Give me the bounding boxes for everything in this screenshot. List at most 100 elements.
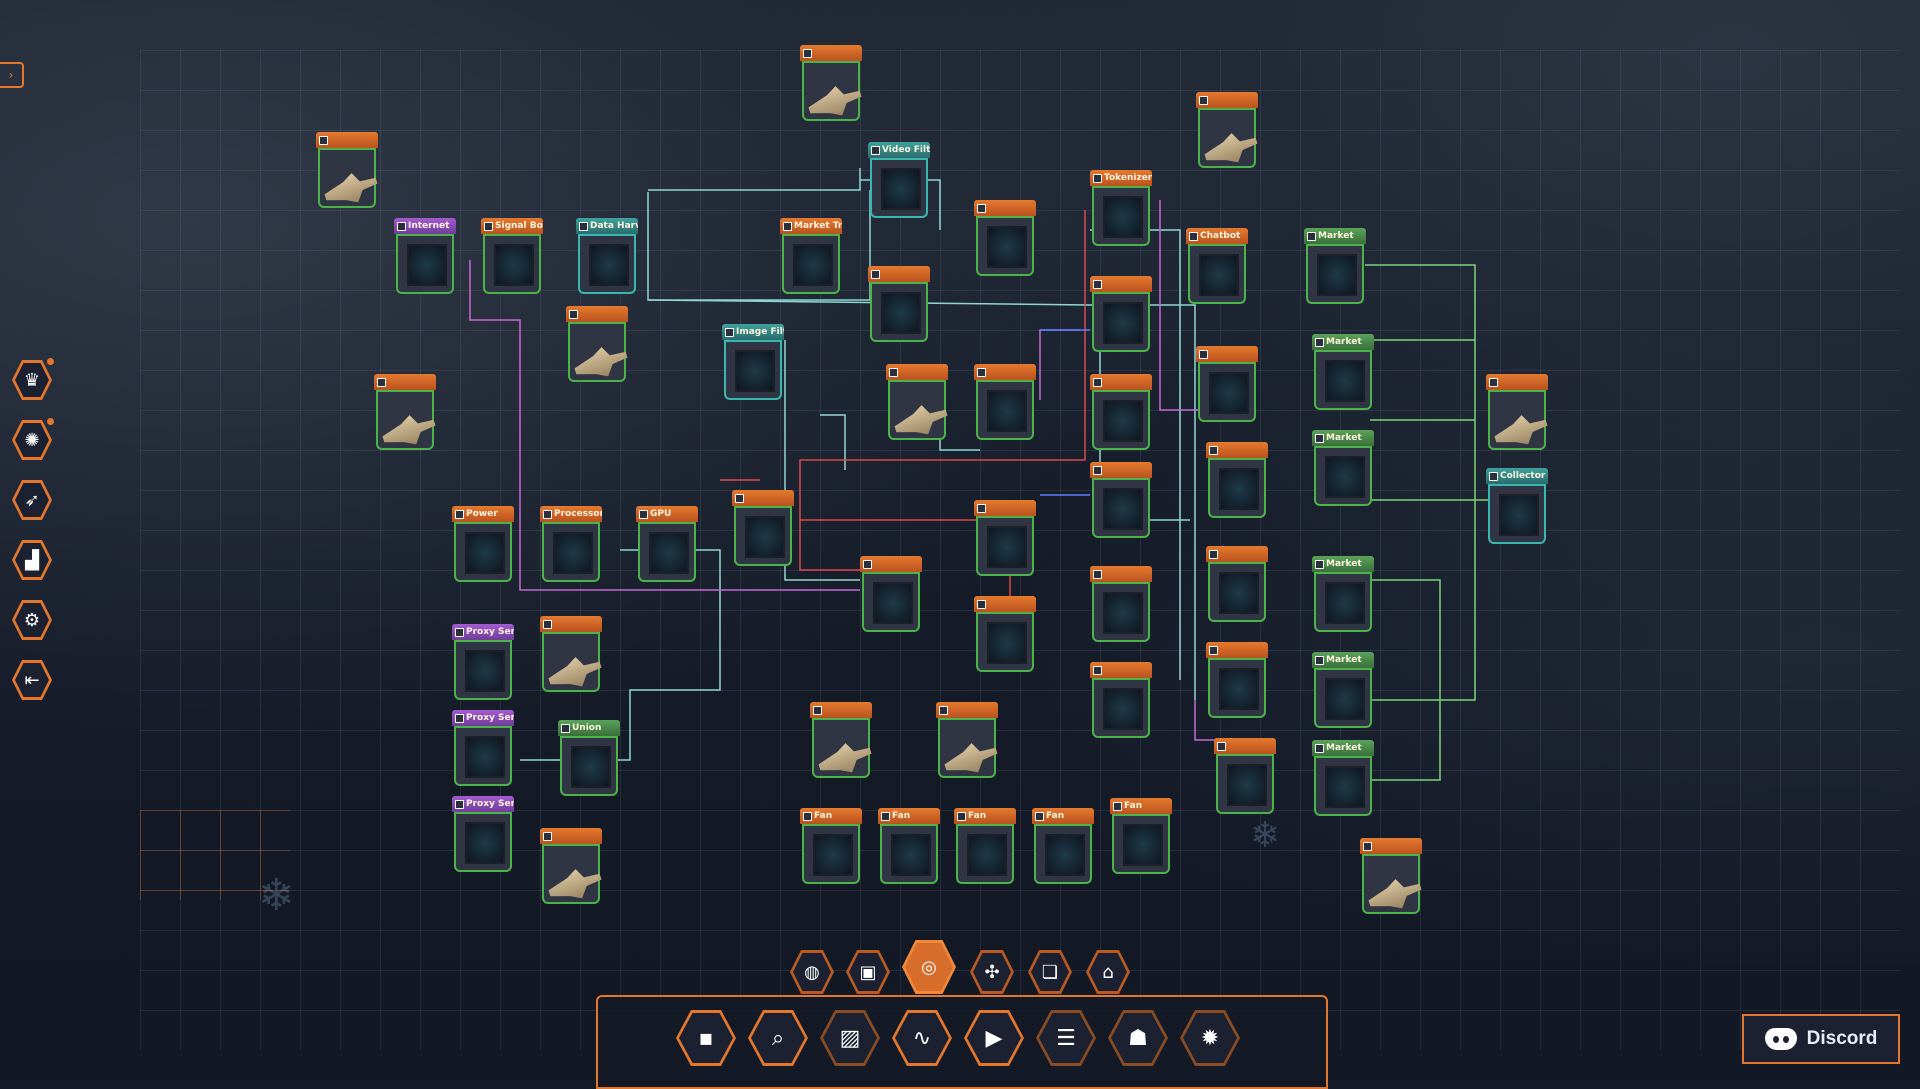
node-turret[interactable] <box>566 306 628 384</box>
node-tokenizer[interactable]: Tokenizer <box>1090 170 1152 248</box>
node-union[interactable]: Union <box>558 720 620 798</box>
node-unit[interactable] <box>974 596 1036 674</box>
node-turret[interactable] <box>1360 838 1422 916</box>
node-video-filter[interactable]: Video Filter <box>868 142 930 220</box>
node-data-harvester[interactable]: Data Harvester <box>576 218 638 296</box>
tab-cpu-core[interactable]: ◎ <box>902 940 956 994</box>
node-unit[interactable] <box>974 200 1036 278</box>
node-icon <box>455 800 464 809</box>
expand-panel-button[interactable]: › <box>0 62 24 88</box>
bar-chart-icon: ▟ <box>15 543 49 577</box>
node-turret[interactable] <box>1196 92 1258 170</box>
node-market[interactable]: Market <box>1312 652 1374 730</box>
sidebar-button-world[interactable]: ✺ <box>12 418 54 460</box>
sidebar-button-exit[interactable]: ⇤ <box>12 660 52 700</box>
sidebar-button-settings[interactable]: ⚙ <box>12 600 52 640</box>
node-turret[interactable] <box>886 364 948 442</box>
sidebar-button-launch[interactable]: ➶ <box>12 480 52 520</box>
tool-chip[interactable]: ▪ <box>676 1010 736 1066</box>
node-icon <box>1363 842 1372 851</box>
node-unit[interactable] <box>974 500 1036 578</box>
tab-network[interactable]: ✣ <box>970 950 1014 994</box>
tab-store[interactable]: ⌂ <box>1086 950 1130 994</box>
node-processor[interactable]: Processor <box>540 506 602 584</box>
node-collector[interactable]: Collector <box>1486 468 1548 546</box>
notification-dot <box>47 358 54 365</box>
node-unit[interactable] <box>1090 566 1152 644</box>
tool-image[interactable]: ▨ <box>820 1010 880 1066</box>
tool-person[interactable]: ☗ <box>1108 1010 1168 1066</box>
node-turret[interactable] <box>810 702 872 780</box>
tab-globe[interactable]: ◍ <box>790 950 834 994</box>
node-unit[interactable] <box>1090 374 1152 452</box>
turret-icon <box>941 736 1002 781</box>
node-proxy-server[interactable]: Proxy Server <box>452 796 514 874</box>
tool-video[interactable]: ▶ <box>964 1010 1024 1066</box>
node-icon <box>1093 280 1102 289</box>
node-market[interactable]: Market <box>1312 556 1374 634</box>
node-unit[interactable] <box>1206 442 1268 520</box>
node-unit[interactable] <box>1206 642 1268 720</box>
node-icon <box>377 378 386 387</box>
tool-robot[interactable]: ✹ <box>1180 1010 1240 1066</box>
node-icon <box>1093 378 1102 387</box>
node-turret[interactable] <box>374 374 436 452</box>
node-turret[interactable] <box>936 702 998 780</box>
node-fan[interactable]: Fan <box>1032 808 1094 886</box>
node-icon <box>1209 446 1218 455</box>
node-icon <box>397 222 406 231</box>
node-signal-booster[interactable]: Signal Booster <box>481 218 543 296</box>
tab-chip[interactable]: ▣ <box>846 950 890 994</box>
node-unit[interactable] <box>1206 546 1268 624</box>
node-icon <box>1093 466 1102 475</box>
sidebar-button-leaderboard[interactable]: ♛ <box>12 358 54 400</box>
node-unit[interactable] <box>1196 346 1258 424</box>
node-image-filter[interactable]: Image Filter <box>722 324 784 402</box>
node-chatbot[interactable]: Chatbot <box>1186 228 1248 306</box>
robot-icon: ✹ <box>1183 1013 1237 1063</box>
sidebar-button-stats[interactable]: ▟ <box>12 540 52 580</box>
node-turret[interactable] <box>540 828 602 906</box>
node-icon <box>813 706 822 715</box>
node-fan[interactable]: Fan <box>800 808 862 886</box>
node-unit[interactable] <box>860 556 922 634</box>
node-unit[interactable] <box>1090 662 1152 740</box>
node-market-trainer[interactable]: Market Trainer <box>780 218 842 296</box>
node-market[interactable]: Market <box>1312 740 1374 818</box>
node-unit[interactable] <box>974 364 1036 442</box>
node-icon <box>1093 174 1102 183</box>
node-market[interactable]: Market <box>1312 430 1374 508</box>
node-label: Market <box>1326 655 1362 665</box>
node-fan[interactable]: Fan <box>954 808 1016 886</box>
node-turret[interactable] <box>540 616 602 694</box>
node-unit[interactable] <box>1090 462 1152 540</box>
node-fan[interactable]: Fan <box>1110 798 1172 876</box>
node-label: Market Trainer <box>794 221 842 231</box>
node-icon <box>561 724 570 733</box>
node-internet[interactable]: Internet <box>394 218 456 296</box>
node-turret[interactable] <box>316 132 378 210</box>
turret-icon <box>545 862 606 907</box>
tool-doc-search[interactable]: ☰ <box>1036 1010 1096 1066</box>
node-unit[interactable] <box>1090 276 1152 354</box>
node-turret[interactable] <box>1486 374 1548 452</box>
node-icon <box>1489 472 1498 481</box>
tool-waveform[interactable]: ∿ <box>892 1010 952 1066</box>
node-icon <box>1307 232 1316 241</box>
node-icon <box>1189 232 1198 241</box>
node-unit[interactable] <box>1214 738 1276 816</box>
node-proxy-server[interactable]: Proxy Server <box>452 624 514 702</box>
discord-button[interactable]: Discord <box>1742 1014 1900 1064</box>
node-unit[interactable] <box>868 266 930 344</box>
node-gpu[interactable]: GPU <box>636 506 698 584</box>
tool-image-scan[interactable]: ⌕ <box>748 1010 808 1066</box>
node-turret[interactable] <box>800 45 862 123</box>
node-power[interactable]: Power <box>452 506 514 584</box>
tab-document[interactable]: ❏ <box>1028 950 1072 994</box>
node-fan[interactable]: Fan <box>878 808 940 886</box>
node-proxy-server[interactable]: Proxy Server <box>452 710 514 788</box>
node-label: Signal Booster <box>495 221 543 231</box>
node-market[interactable]: Market <box>1312 334 1374 412</box>
node-unit[interactable] <box>732 490 794 568</box>
node-market[interactable]: Market <box>1304 228 1366 306</box>
